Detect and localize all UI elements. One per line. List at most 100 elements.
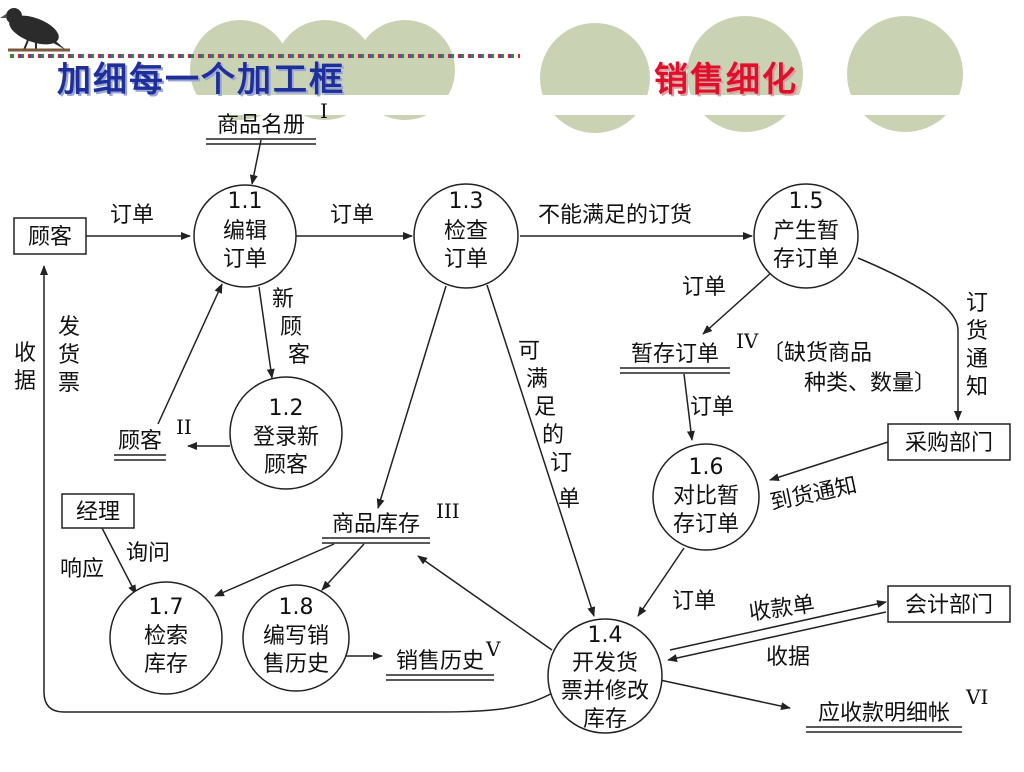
process-label: 售历史 bbox=[263, 652, 329, 677]
flow-label: 订单 bbox=[690, 395, 734, 420]
process-number: 1.6 bbox=[689, 455, 724, 480]
flow-label: 货 bbox=[966, 319, 988, 344]
process-label: 检查 bbox=[444, 219, 488, 244]
flow-arrow bbox=[667, 611, 887, 662]
entity-label: 采购部门 bbox=[905, 431, 993, 456]
store-numeral: III bbox=[436, 499, 460, 523]
flow-arrow bbox=[769, 441, 889, 482]
flow-label: 收款单 bbox=[747, 592, 816, 626]
entity-label: 会计部门 bbox=[905, 593, 993, 618]
flow-label: 订单 bbox=[330, 203, 374, 228]
flow-label: 订单 bbox=[110, 203, 154, 228]
flow-arrow bbox=[101, 527, 137, 595]
process-1-6 bbox=[652, 443, 760, 551]
store-label: 应收款明细帐 bbox=[818, 701, 950, 726]
store-label: 顾客 bbox=[118, 429, 162, 454]
flow-label: 种类、数量〕 bbox=[804, 371, 936, 396]
slide-title: 加细每一个加工框 bbox=[57, 60, 345, 100]
flow-label: 票 bbox=[58, 371, 80, 396]
process-label: 库存 bbox=[144, 652, 188, 677]
store-label: 商品名册 bbox=[217, 113, 305, 138]
slide-subtitle: 销售细化 bbox=[654, 60, 798, 100]
process-number: 1.8 bbox=[279, 595, 314, 620]
flow-label: 到货通知 bbox=[768, 473, 859, 516]
entities bbox=[13, 217, 1011, 623]
flow-label: 响应 bbox=[60, 557, 104, 582]
flow-arrow bbox=[376, 285, 447, 509]
process-number: 1.1 bbox=[228, 189, 263, 214]
store-label: 暂存订单 bbox=[631, 342, 719, 367]
flow-label: 足 bbox=[534, 395, 556, 420]
flow-label: 满 bbox=[526, 367, 548, 392]
flow-arrow bbox=[214, 543, 335, 597]
flow-label: 订单 bbox=[672, 589, 716, 614]
flow-label: 据 bbox=[14, 369, 36, 394]
flow-label: 订 bbox=[550, 451, 572, 476]
flow-label: 知 bbox=[966, 375, 988, 400]
flow-label: 不能满足的订货 bbox=[538, 203, 692, 228]
flow-arrow bbox=[249, 139, 262, 185]
store-texts: 商品名册 顾客 商品库存 暂存订单 销售历史 应收款明细帐 bbox=[118, 113, 950, 726]
store-numerals: I II III IV V VI bbox=[176, 99, 988, 709]
flow-label: 货 bbox=[58, 343, 80, 368]
process-label: 开发货 bbox=[572, 651, 638, 676]
flow-label: 可 bbox=[518, 339, 540, 364]
process-number: 1.2 bbox=[269, 396, 304, 421]
header-decoration bbox=[0, 8, 1024, 133]
process-texts: 1.1 编辑 订单 1.2 登录新 顾客 1.3 检查 订单 1.4 开发货 票… bbox=[144, 189, 839, 732]
store-numeral: VI bbox=[965, 685, 988, 709]
processes bbox=[109, 183, 859, 734]
flow-label: 订单 bbox=[682, 275, 726, 300]
flow-arrow bbox=[40, 265, 555, 713]
process-number: 1.7 bbox=[149, 595, 184, 620]
process-number: 1.5 bbox=[789, 189, 824, 214]
process-label: 登录新 bbox=[253, 425, 319, 450]
process-label: 票并修改 bbox=[561, 679, 649, 704]
flow-arrow bbox=[669, 600, 887, 651]
process-label: 库存 bbox=[583, 707, 627, 732]
entity-manager bbox=[61, 493, 135, 529]
flow-label: 的 bbox=[542, 423, 564, 448]
flow-label: 新 bbox=[272, 287, 294, 312]
flow-label: 顾 bbox=[280, 315, 302, 340]
flow-arrow bbox=[486, 284, 596, 617]
flow-label: 通 bbox=[966, 347, 988, 372]
flow-arrow bbox=[702, 271, 773, 335]
process-1-7 bbox=[109, 581, 223, 695]
store-underlines bbox=[114, 138, 962, 733]
process-label: 编写销 bbox=[263, 624, 329, 649]
entity-purchasing bbox=[887, 423, 1011, 461]
process-label: 编辑 bbox=[223, 219, 267, 244]
entity-accounting bbox=[887, 585, 1011, 623]
process-label: 订单 bbox=[444, 247, 488, 272]
process-label: 订单 bbox=[223, 247, 267, 272]
store-label: 销售历史 bbox=[396, 649, 484, 674]
process-label: 对比暂 bbox=[673, 484, 739, 509]
flow-arrow bbox=[683, 373, 695, 441]
crow-icon bbox=[0, 8, 70, 52]
flow-label: 订 bbox=[966, 291, 988, 316]
process-label: 检索 bbox=[144, 624, 188, 649]
flow-arrow bbox=[659, 679, 791, 711]
flows bbox=[40, 139, 962, 713]
process-1-4 bbox=[547, 618, 663, 734]
flow-arrow bbox=[417, 555, 553, 651]
store-label: 商品库存 bbox=[332, 512, 420, 537]
process-label: 产生暂 bbox=[773, 219, 839, 244]
process-number: 1.4 bbox=[588, 623, 623, 648]
store-numeral: I bbox=[320, 99, 328, 123]
flow-label: 〔缺货商品 bbox=[762, 341, 872, 366]
process-1-8 bbox=[242, 584, 350, 692]
process-1-2 bbox=[229, 376, 343, 490]
flow-arrow bbox=[857, 257, 962, 421]
store-numeral: IV bbox=[736, 329, 759, 353]
flow-arrow bbox=[321, 543, 365, 591]
entity-texts: 顾客 经理 采购部门 会计部门 bbox=[28, 225, 993, 618]
process-1-3 bbox=[413, 183, 519, 289]
flow-label: 询问 bbox=[126, 541, 170, 566]
entity-label: 顾客 bbox=[28, 225, 72, 250]
flow-arrow bbox=[637, 547, 685, 617]
entity-label: 经理 bbox=[76, 500, 120, 525]
